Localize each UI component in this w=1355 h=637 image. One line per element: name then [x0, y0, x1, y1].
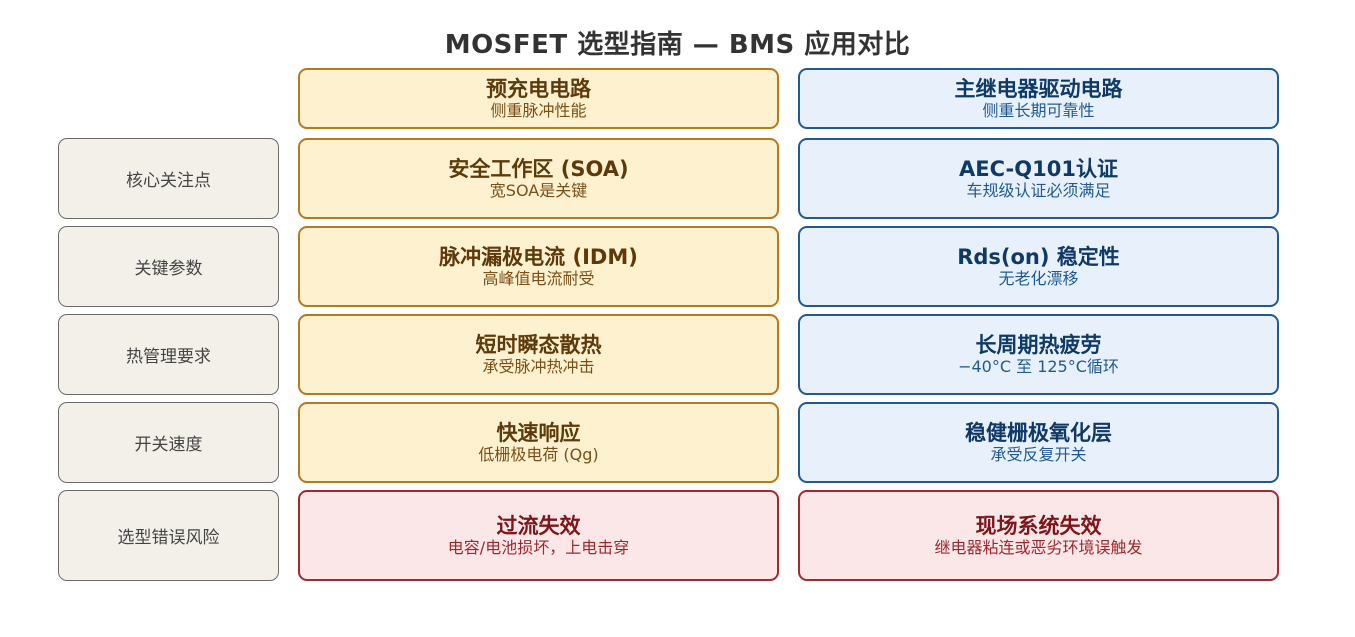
cell-sub-text: 继电器粘连或恶劣环境误触发	[934, 537, 1143, 557]
cell-main-relay-switching-speed: 稳健栅极氧化层 承受反复开关	[798, 402, 1279, 483]
row-label-thermal: 热管理要求	[58, 314, 279, 395]
cell-main-text: 安全工作区 (SOA)	[448, 156, 629, 181]
cell-main-text: AEC-Q101认证	[959, 156, 1118, 181]
cell-pre-charge-selection-risk: 过流失效 电容/电池损坏，上电击穿	[298, 490, 779, 581]
cell-main-relay-key-params: Rds(on) 稳定性 无老化漂移	[798, 226, 1279, 307]
cell-main-text: 现场系统失效	[975, 513, 1102, 538]
column-title: 主继电器驱动电路	[954, 76, 1123, 101]
column-subtitle: 侧重脉冲性能	[490, 100, 587, 120]
cell-pre-charge-core-focus: 安全工作区 (SOA) 宽SOA是关键	[298, 138, 779, 219]
page-title: MOSFET 选型指南 — BMS 应用对比	[444, 30, 911, 60]
cell-pre-charge-switching-speed: 快速响应 低栅极电荷 (Qg)	[298, 402, 779, 483]
cell-sub-text: −40°C 至 125°C循环	[958, 356, 1119, 376]
cell-pre-charge-thermal: 短时瞬态散热 承受脉冲热冲击	[298, 314, 779, 395]
cell-main-text: 长周期热疲劳	[975, 332, 1102, 357]
cell-sub-text: 高峰值电流耐受	[482, 268, 595, 288]
cell-main-text: 过流失效	[496, 513, 581, 538]
row-label-core-focus: 核心关注点	[58, 138, 279, 219]
row-label-key-params: 关键参数	[58, 226, 279, 307]
column-header-main-relay: 主继电器驱动电路 侧重长期可靠性	[798, 68, 1279, 129]
cell-sub-text: 无老化漂移	[998, 268, 1079, 288]
cell-main-relay-selection-risk: 现场系统失效 继电器粘连或恶劣环境误触发	[798, 490, 1279, 581]
cell-sub-text: 承受反复开关	[990, 444, 1087, 464]
cell-sub-text: 低栅极电荷 (Qg)	[478, 444, 599, 464]
column-title: 预充电电路	[486, 76, 591, 101]
cell-main-text: Rds(on) 稳定性	[957, 244, 1120, 269]
cell-main-text: 快速响应	[496, 420, 581, 445]
cell-sub-text: 电容/电池损坏，上电击穿	[447, 537, 630, 557]
row-label-selection-risk: 选型错误风险	[58, 490, 279, 581]
cell-sub-text: 车规级认证必须满足	[966, 180, 1111, 200]
cell-pre-charge-key-params: 脉冲漏极电流 (IDM) 高峰值电流耐受	[298, 226, 779, 307]
column-subtitle: 侧重长期可靠性	[982, 100, 1095, 120]
cell-main-relay-thermal: 长周期热疲劳 −40°C 至 125°C循环	[798, 314, 1279, 395]
cell-main-text: 稳健栅极氧化层	[965, 420, 1112, 445]
cell-sub-text: 承受脉冲热冲击	[482, 356, 595, 376]
cell-main-text: 短时瞬态散热	[475, 332, 602, 357]
cell-sub-text: 宽SOA是关键	[489, 180, 588, 200]
cell-main-relay-core-focus: AEC-Q101认证 车规级认证必须满足	[798, 138, 1279, 219]
cell-main-text: 脉冲漏极电流 (IDM)	[439, 244, 638, 269]
column-header-pre-charge: 预充电电路 侧重脉冲性能	[298, 68, 779, 129]
row-label-switching-speed: 开关速度	[58, 402, 279, 483]
